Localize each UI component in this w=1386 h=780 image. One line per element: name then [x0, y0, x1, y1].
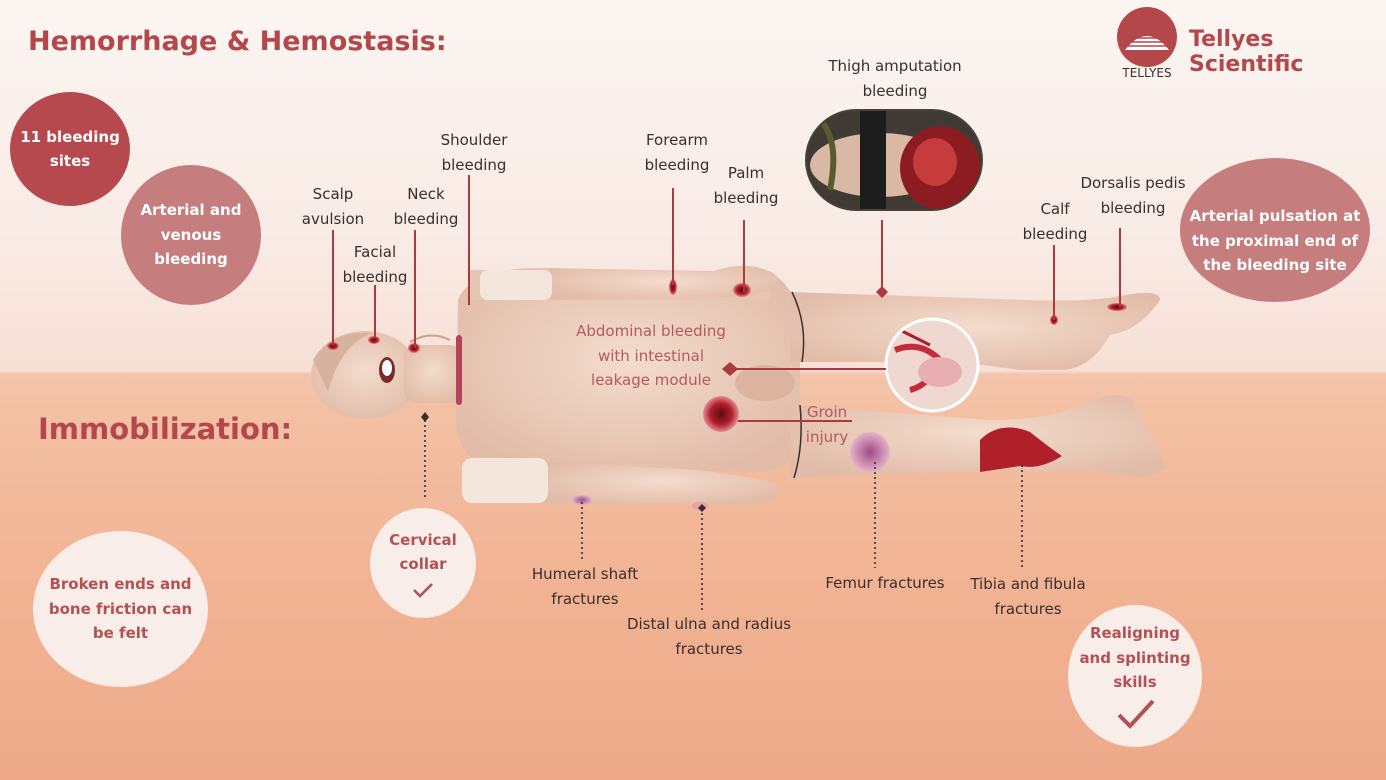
- brand-sub: TELLYES: [1122, 66, 1172, 80]
- brand-name: Tellyes Scientific: [1189, 27, 1304, 77]
- label-femur: Femur fractures: [825, 574, 945, 592]
- checkmark-icon: [1117, 699, 1155, 729]
- hemorrhage-title: Hemorrhage & Hemostasis:: [28, 26, 447, 57]
- immobilization-title: Immobilization:: [38, 412, 293, 446]
- checkmark-icon: [413, 582, 433, 598]
